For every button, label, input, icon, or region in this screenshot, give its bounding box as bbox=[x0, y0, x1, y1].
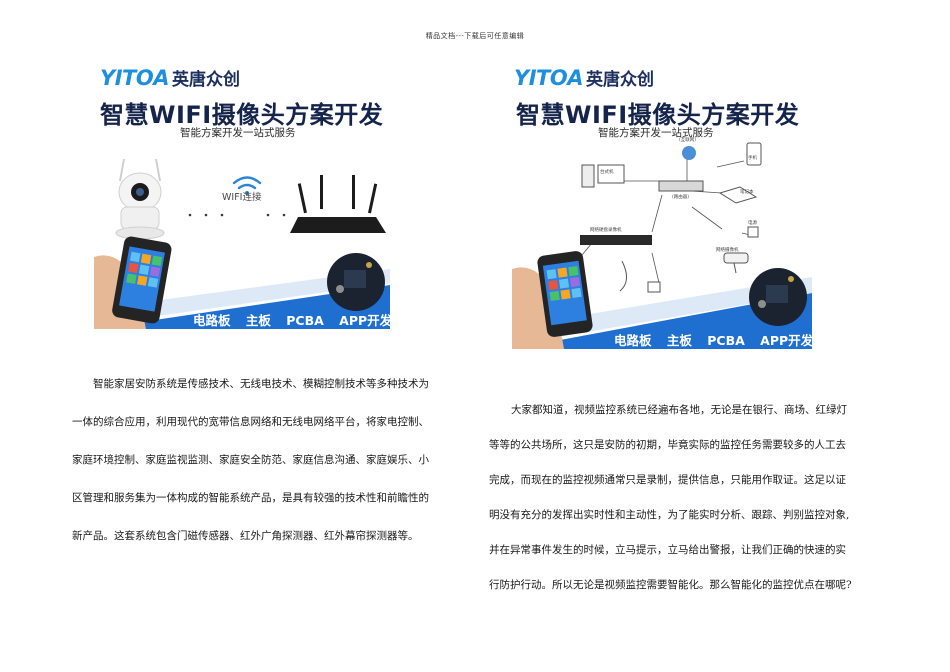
diagram-label: 笔记本 bbox=[740, 190, 754, 195]
circuit-board-icon bbox=[749, 268, 807, 326]
service-app: APP开发 bbox=[760, 333, 812, 348]
logo-cn: 英唐众创 bbox=[171, 70, 240, 90]
service-pcba: PCBA bbox=[707, 333, 745, 348]
paragraph-line: 完成，而现在的监控视频通常只是录制，提供信息，只能用作取证。这足以证 bbox=[489, 474, 846, 486]
diagram-label: 网络硬盘录像机 bbox=[590, 228, 622, 233]
phone-hand-image bbox=[512, 251, 593, 349]
paragraph-line: 家庭环境控制、家庭监视监测、家庭安全防范、家庭信息沟通、家庭娱乐、小 bbox=[72, 454, 429, 466]
paragraph-line: 行防护行动。所以无论是视频监控需要智能化。那么智能化的监控优点在哪呢? bbox=[489, 579, 852, 591]
desktop-icon bbox=[581, 164, 625, 188]
diagram-label: 网络摄像机 bbox=[716, 248, 739, 253]
service-pcb: 电路板 bbox=[193, 313, 231, 328]
paragraph-line: 等等的公共场所，这只是安防的初期，毕竟实际的监控任务需要较多的人工去 bbox=[489, 439, 846, 451]
service-pcba: PCBA bbox=[286, 313, 324, 328]
diagram-label: 手机 bbox=[748, 156, 757, 161]
paragraph-line: 并在异常事件发生的时候，立马提示，立马给出警报，让我们正确的快速的实 bbox=[489, 544, 846, 556]
diagram-label: 台式机 bbox=[600, 170, 614, 175]
internet-icon bbox=[682, 146, 696, 160]
services-band: 电路板 主板 PCBA APP开发 bbox=[193, 310, 390, 329]
ip-camera-icon bbox=[723, 252, 749, 274]
paragraph-line: 大家都知道，视频监控系统已经遍布各地，无论是在银行、商场、红绿灯 bbox=[511, 404, 847, 416]
laptop-icon bbox=[718, 186, 758, 204]
page-header-note: 精品文档---下载后可任意编辑 bbox=[425, 32, 525, 40]
phone-hand-image bbox=[94, 236, 172, 329]
router-icon bbox=[290, 175, 386, 233]
services-band: 电路板 主板 PCBA APP开发 bbox=[614, 330, 812, 349]
nvr-icon bbox=[580, 235, 652, 245]
diagram-label: (互联网) bbox=[679, 138, 697, 143]
banner-subtitle: 智能方案开发一站式服务 bbox=[598, 127, 714, 139]
banner-subtitle: 智能方案开发一站式服务 bbox=[180, 127, 296, 139]
wifi-icon bbox=[232, 176, 262, 195]
router-box-icon bbox=[658, 180, 704, 192]
wifi-label: WIFI连接 bbox=[222, 192, 262, 203]
service-app: APP开发 bbox=[339, 313, 390, 328]
banner-left-art bbox=[94, 158, 390, 329]
mobile-icon bbox=[746, 142, 762, 166]
service-pcb: 电路板 bbox=[614, 333, 652, 348]
paragraph-line: 智能家居安防系统是传感技术、无线电技术、模糊控制技术等多种技术为 bbox=[93, 378, 429, 390]
logo-cn: 英唐众创 bbox=[585, 70, 654, 90]
diagram-label: 电源 bbox=[748, 221, 757, 226]
paragraph-line: 一体的综合应用，利用现代的宽带信息网络和无线电网络平台，将家电控制、 bbox=[72, 416, 429, 428]
paragraph-line: 明没有充分的发挥出实时性和主动性，为了能实时分析、跟踪、判别监控对象, bbox=[489, 509, 850, 521]
camera-icon bbox=[115, 158, 165, 240]
monitor-plug-icon bbox=[619, 260, 661, 293]
power-icon bbox=[747, 226, 759, 238]
logo-mark: YITOA bbox=[514, 66, 583, 90]
banner-right-art bbox=[512, 142, 812, 349]
paragraph-line: 新产品。这套系统包含门磁传感器、红外广角探测器、红外幕帘探测器等。 bbox=[72, 530, 419, 542]
service-mainboard: 主板 bbox=[245, 313, 271, 328]
service-mainboard: 主板 bbox=[666, 333, 692, 348]
banner-title: 智慧WIFI摄像头方案开发 bbox=[516, 101, 800, 129]
banner-title: 智慧WIFI摄像头方案开发 bbox=[100, 101, 384, 129]
logo-mark: YITOA bbox=[100, 66, 169, 90]
paragraph-line: 区管理和服务集为一体构成的智能系统产品，是具有较强的技术性和前瞻性的 bbox=[72, 492, 429, 504]
diagram-label: (路由器) bbox=[672, 195, 690, 200]
circuit-board-icon bbox=[327, 253, 385, 311]
